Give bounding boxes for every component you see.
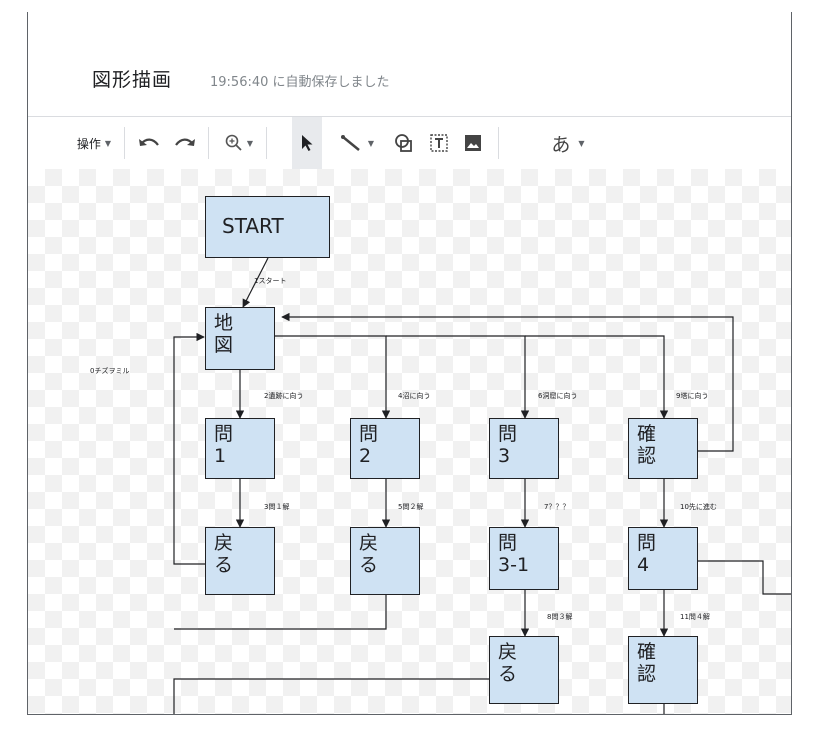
node-question-3-1[interactable]: 問 3-1: [489, 527, 559, 590]
edge-label: 6洞窟に向う: [538, 392, 578, 400]
edge-back3-return: [173, 678, 489, 714]
shape-icon: [395, 134, 412, 152]
drawing-window: 図形描画 19:56:40 に自動保存しました 操作 ▼ ▼ ▼: [27, 12, 792, 715]
node-start[interactable]: START: [205, 196, 330, 258]
node-back-3[interactable]: 戻 る: [489, 636, 559, 704]
edge-label: 3問１解: [264, 503, 290, 511]
actions-menu-label: 操作: [76, 136, 101, 151]
edge-label: 4沼に向う: [398, 392, 431, 400]
edge-label: 5問２解: [398, 503, 424, 511]
edge-label: 11問４解: [680, 613, 710, 621]
text-style-label: あ: [551, 133, 571, 156]
edge-label: 0チズヲミル: [90, 367, 130, 375]
textbox-icon: [430, 134, 448, 152]
edge-q4-right: [698, 560, 791, 595]
node-question-3[interactable]: 問 3: [489, 418, 559, 479]
node-confirm-2[interactable]: 確 認: [628, 636, 698, 704]
chevron-down-icon: ▼: [367, 138, 375, 148]
undo-icon: [139, 138, 159, 146]
toolbar-divider: [208, 127, 209, 159]
node-question-1[interactable]: 問 1: [205, 418, 275, 479]
edge-label: 8問３解: [547, 613, 573, 621]
toolbar-divider: [124, 127, 125, 159]
node-confirm-1[interactable]: 確 認: [628, 418, 698, 479]
edge-label: 2遺跡に向う: [264, 392, 304, 400]
image-icon: [465, 135, 481, 151]
actions-menu-button[interactable]: 操作 ▼: [65, 117, 123, 169]
edge-start-to-map: [242, 257, 269, 308]
edge-label: 10先に進む: [680, 503, 717, 511]
select-icon: [302, 135, 313, 151]
node-question-2[interactable]: 問 2: [350, 418, 420, 479]
toolbar-divider: [266, 127, 267, 159]
toolbar-divider: [498, 127, 499, 159]
edge-label: 1スタート: [254, 277, 287, 285]
zoom-icon: [225, 134, 242, 151]
edge-map-to-q2: [275, 335, 391, 419]
title-bar: 図形描画 19:56:40 に自動保存しました: [28, 12, 791, 115]
connector-lines: [173, 257, 791, 714]
chevron-down-icon: ▼: [246, 138, 254, 148]
chevron-down-icon: ▼: [578, 138, 585, 148]
node-back-1[interactable]: 戻 る: [205, 527, 275, 595]
undo-button[interactable]: [134, 117, 164, 169]
toolbar: 操作 ▼ ▼ ▼: [28, 116, 791, 170]
drawing-canvas[interactable]: START 地 図 問 1 問 2 問 3 確 認 戻 る 戻 る 問 3-1 …: [28, 169, 791, 714]
edge-back2-return: [174, 595, 387, 630]
edge-map-to-q3: [386, 335, 530, 419]
line-icon: [340, 135, 360, 151]
textbox-tool-button[interactable]: [424, 117, 454, 169]
redo-button[interactable]: [170, 117, 200, 169]
node-map[interactable]: 地 図: [205, 307, 275, 370]
image-tool-button[interactable]: [458, 117, 488, 169]
node-question-4[interactable]: 問 4: [628, 527, 698, 590]
chevron-down-icon: ▼: [104, 138, 112, 148]
text-style-button[interactable]: あ ▼: [538, 117, 598, 169]
edge-label: 7？？？: [544, 503, 570, 511]
edge-confirm-loop-back: [281, 312, 734, 452]
redo-icon: [175, 138, 195, 146]
autosave-status: 19:56:40 に自動保存しました: [210, 75, 390, 90]
select-tool-button[interactable]: [292, 117, 322, 169]
document-title[interactable]: 図形描画: [92, 69, 173, 91]
node-back-2[interactable]: 戻 る: [350, 527, 420, 595]
line-tool-button[interactable]: ▼: [333, 117, 381, 169]
edge-map-to-confirm: [525, 335, 669, 419]
zoom-button[interactable]: ▼: [218, 117, 260, 169]
shape-tool-button[interactable]: [388, 117, 418, 169]
edge-back1-return: [173, 332, 205, 565]
edge-label: 9塔に向う: [676, 392, 709, 400]
